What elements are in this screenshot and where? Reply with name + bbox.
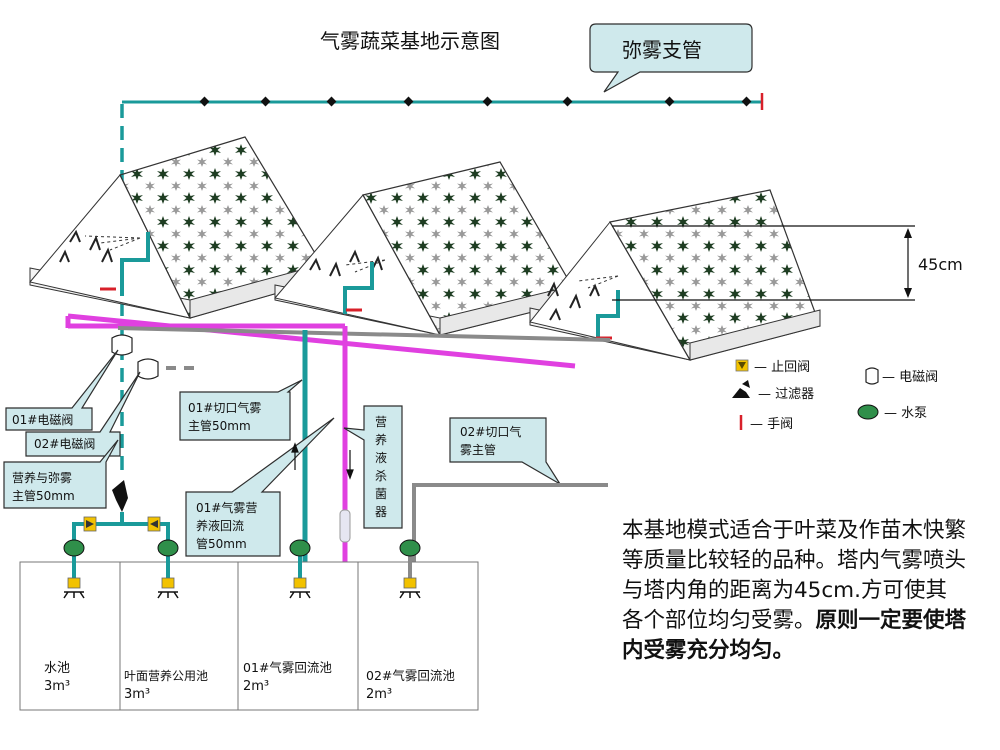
height-label: 45cm <box>918 255 963 274</box>
cut-main01-callout-shape <box>179 379 303 441</box>
description-plain: 本基地模式适合于叶菜及作苗木快繁等质量比较轻的品种。塔内气雾喷头与塔内角的距离为… <box>622 518 967 633</box>
legend-hand-valve: — 手阀 <box>750 417 793 432</box>
sterilizer-char-5: 菌 <box>375 487 387 501</box>
tank-3-volume: 2m³ <box>243 679 269 694</box>
check-valve-left <box>83 516 97 532</box>
tank-1-name: 水池 <box>44 661 70 676</box>
tank-4-name: 02#气雾回流池 <box>366 668 455 683</box>
valve01-callout-label: 01#电磁阀 <box>12 412 73 427</box>
filter-icon <box>732 380 750 398</box>
nutrient-main-callout-line1: 营养与弥雾 <box>12 470 72 485</box>
top-mist-branch-pipe <box>122 93 764 110</box>
solenoid-valve-02 <box>137 358 159 380</box>
cut-main02-callout-line2: 雾主管 <box>460 442 496 457</box>
description-text: 本基地模式适合于叶菜及作苗木快繁等质量比较轻的品种。塔内气雾喷头与塔内角的距离为… <box>622 516 967 666</box>
nutrient-main-callout-shape <box>3 439 119 509</box>
filter-main <box>112 480 128 512</box>
solenoid-valve-01 <box>111 334 133 356</box>
valve02-callout-shape <box>25 371 141 457</box>
tank-2-volume: 3m³ <box>124 687 150 702</box>
return01-callout-line3: 管50mm <box>196 536 247 551</box>
sterilizer-char-6: 器 <box>375 505 387 519</box>
pump-crossover <box>72 522 170 548</box>
flow-arrows <box>291 442 354 480</box>
branch-pipe-callout-label: 弥雾支管 <box>622 38 702 62</box>
cut-main01-callout-line2: 主管50mm <box>188 418 251 433</box>
sterilizer-callout-shape <box>343 405 403 529</box>
aeroponic-tower-2 <box>274 161 581 336</box>
return01-callout-line2: 养液回流 <box>196 518 244 533</box>
valve02-callout-label: 02#电磁阀 <box>34 436 95 451</box>
sterilizer-char-4: 杀 <box>375 468 387 483</box>
legend <box>732 359 879 430</box>
aeroponic-tower-1 <box>29 136 331 319</box>
tank-2-name: 叶面营养公用池 <box>124 668 208 683</box>
cut-main02-callout-line1: 02#切口气 <box>460 424 521 439</box>
description-bold: 原则一定要使塔内受雾充分均匀。 <box>622 608 967 663</box>
check-valve-right <box>147 516 161 532</box>
legend-filter: — 过滤器 <box>758 387 814 402</box>
solenoid-icon <box>865 367 879 385</box>
legend-check-valve: — 止回阀 <box>754 360 810 375</box>
legend-solenoid: — 电磁阀 <box>882 370 938 385</box>
pump-assemblies <box>63 539 421 599</box>
nutrient-main-callout-line2: 主管50mm <box>12 488 75 503</box>
return01-callout-line1: 01#气雾营 <box>196 500 257 515</box>
height-dimension <box>612 225 915 301</box>
valve01-callout-shape <box>5 349 119 431</box>
sterilizer-device <box>339 509 351 543</box>
cut-main01-callout-line1: 01#切口气雾 <box>188 400 261 415</box>
sterilizer-char-2: 养 <box>375 432 387 447</box>
aeroponic-tower-3 <box>529 189 821 361</box>
pump-icon <box>857 404 879 420</box>
sterilizer-char-1: 营 <box>375 415 387 429</box>
tank-1-volume: 3m³ <box>44 679 70 694</box>
branch-pipe-callout-shape <box>589 23 753 93</box>
tank-4-volume: 2m³ <box>366 687 392 702</box>
legend-pump: — 水泵 <box>884 406 927 421</box>
sterilizer-char-3: 液 <box>375 450 387 465</box>
manifold-pipes <box>65 313 611 598</box>
tank-3-name: 01#气雾回流池 <box>243 660 332 675</box>
tank-row <box>19 561 479 711</box>
diagram-title: 气雾蔬菜基地示意图 <box>320 29 500 53</box>
